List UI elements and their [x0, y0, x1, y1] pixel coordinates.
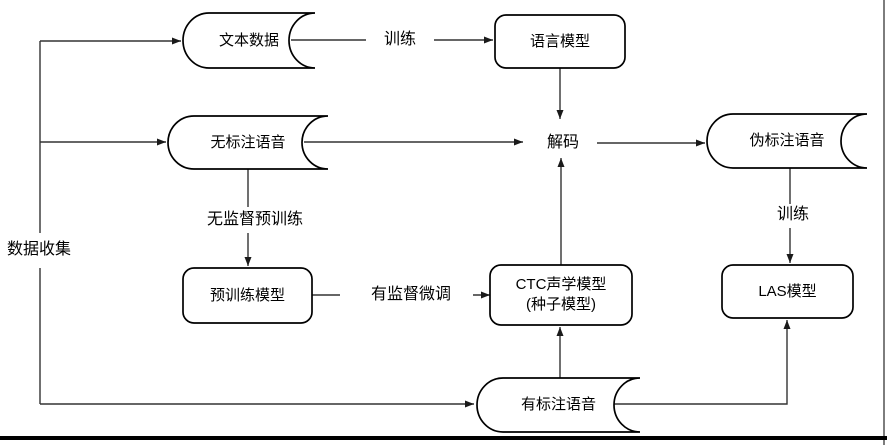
- edge-label-train-top-text: 训练: [383, 31, 416, 48]
- node-pretrained-model-label: 预训练模型: [209, 286, 285, 304]
- edge-label-unsupervised-pretraining-text: 无监督预训练: [206, 211, 303, 228]
- edge-label-supervised-finetuning-text: 有监督微调: [370, 286, 451, 303]
- node-pretrained-model: 预训练模型: [183, 268, 312, 323]
- node-text-data: 文本数据: [183, 13, 315, 68]
- edge-label-train-right: 训练: [760, 204, 826, 226]
- edge-label-data-collection-text: 数据收集: [6, 241, 71, 258]
- ctc-model-shape: [489, 264, 633, 326]
- node-decode: 解码: [530, 131, 596, 155]
- node-unlabeled-speech: 无标注语音: [168, 116, 328, 169]
- node-decode-label: 解码: [546, 134, 579, 151]
- edge-labeled-to-las: [614, 320, 791, 405]
- node-las-model-label: LAS模型: [758, 282, 817, 300]
- edge-label-supervised-finetuning: 有监督微调: [350, 283, 472, 307]
- node-language-model: 语言模型: [495, 15, 625, 68]
- node-pseudo-labeled-speech: 伪标注语音: [707, 114, 867, 168]
- node-ctc-model: CTC声学模型 (种子模型): [490, 265, 632, 325]
- pseudo-labeled-speech-shape: [706, 113, 868, 169]
- node-language-model-label: 语言模型: [529, 32, 590, 50]
- labeled-speech-shape: [476, 377, 641, 433]
- text-data-shape: [182, 12, 316, 69]
- edge-label-train-right-text: 训练: [776, 206, 809, 223]
- node-las-model: LAS模型: [722, 265, 853, 318]
- frame-bottom-border: [0, 436, 887, 440]
- edge-label-unsupervised-pretraining: 无监督预训练: [196, 208, 314, 232]
- node-ctc-model-label-line2: (种子模型): [526, 296, 596, 313]
- node-ctc-model-label-line1: CTC声学模型: [515, 276, 607, 293]
- edge-label-train-top: 训练: [366, 29, 434, 51]
- node-unlabeled-speech-label: 无标注语音: [210, 133, 286, 151]
- pretrained-model-shape: [182, 267, 313, 324]
- edge-label-data-collection: 数据收集: [2, 238, 76, 262]
- node-pseudo-labeled-speech-label: 伪标注语音: [749, 132, 825, 149]
- node-labeled-speech: 有标注语音: [477, 378, 640, 432]
- node-labeled-speech-label: 有标注语音: [520, 396, 596, 413]
- las-model-shape: [721, 264, 854, 319]
- node-text-data-label: 文本数据: [218, 31, 279, 49]
- language-model-shape: [494, 14, 626, 69]
- unlabeled-speech-shape: [167, 115, 329, 170]
